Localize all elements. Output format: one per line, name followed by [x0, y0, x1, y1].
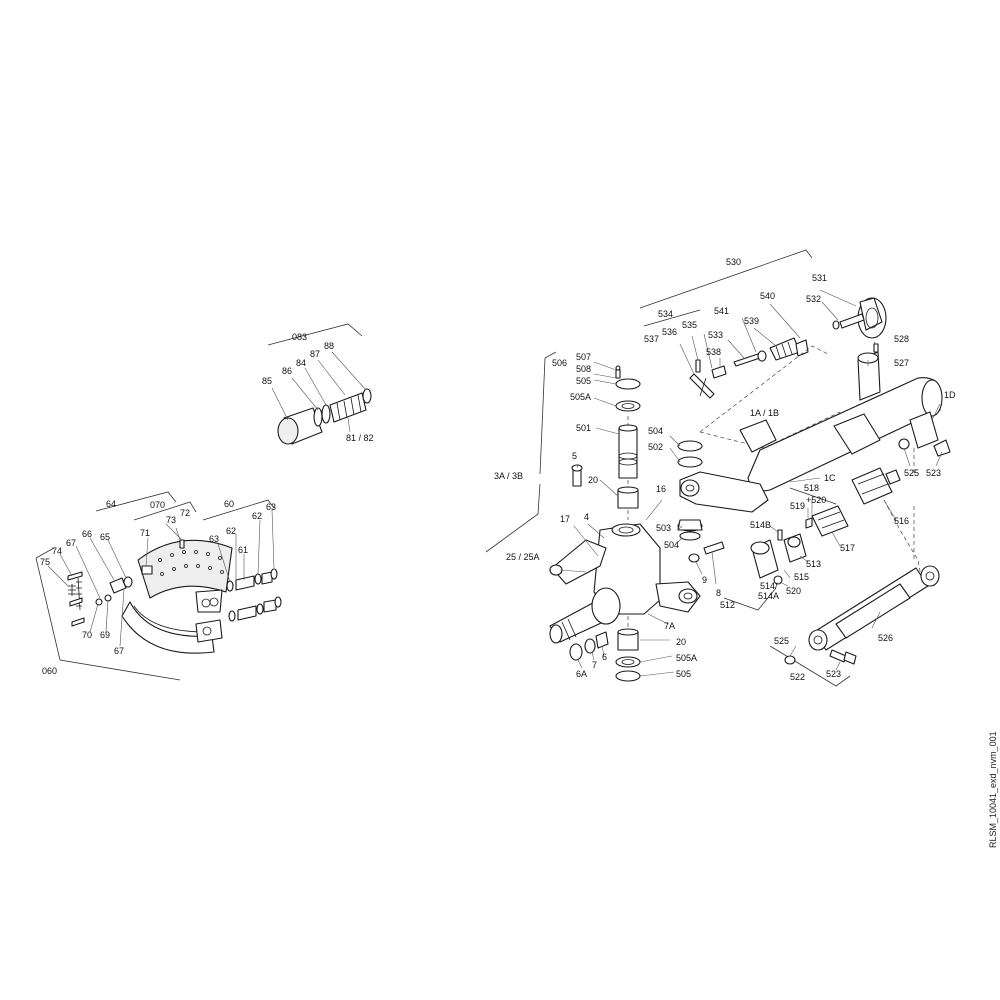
- callout-1D: 1D: [944, 390, 956, 400]
- callout-502: 502: [648, 442, 663, 452]
- callout-537: 537: [644, 334, 659, 344]
- callout-520a: +520: [806, 495, 826, 505]
- callout-72: 72: [180, 508, 190, 518]
- callout-534: 534: [658, 309, 673, 319]
- callout-84: 84: [296, 358, 306, 368]
- callout-525a: 525: [904, 468, 919, 478]
- callout-514: 514/: [760, 581, 778, 591]
- callout-7: 7: [592, 660, 597, 670]
- callout-labels: 083 88 87 84 86 85 81 / 82 64 070 60 63 …: [40, 257, 956, 682]
- callout-501: 501: [576, 423, 591, 433]
- callout-4: 4: [584, 512, 589, 522]
- callout-7A: 7A: [664, 621, 675, 631]
- callout-512: 512: [720, 600, 735, 610]
- callout-507: 507: [576, 352, 591, 362]
- callout-533: 533: [708, 330, 723, 340]
- callout-506: 506: [552, 358, 567, 368]
- callout-538: 538: [706, 347, 721, 357]
- callout-515: 515: [794, 572, 809, 582]
- callout-60: 60: [224, 499, 234, 509]
- callout-530: 530: [726, 257, 741, 267]
- callout-20b: 20: [676, 637, 686, 647]
- callout-63b: 63: [209, 534, 219, 544]
- callout-532: 532: [806, 294, 821, 304]
- callout-73: 73: [166, 515, 176, 525]
- callout-505A-a: 505A: [570, 392, 591, 402]
- callout-61: 61: [238, 545, 248, 555]
- callout-67a: 67: [66, 538, 76, 548]
- callout-519: 519: [790, 501, 805, 511]
- assembly-083: [267, 323, 372, 445]
- callout-69: 69: [100, 630, 110, 640]
- callout-64: 64: [106, 499, 116, 509]
- callout-62b: 62: [252, 511, 262, 521]
- callout-3A-3B: 3A / 3B: [494, 471, 523, 481]
- callout-505a: 505: [576, 376, 591, 386]
- callout-531: 531: [812, 273, 827, 283]
- drawing-reference-code: RLSM_10041_exd_nvm_001: [988, 731, 998, 848]
- callout-504a: 504: [648, 426, 663, 436]
- callout-525b: 525: [774, 636, 789, 646]
- callout-62a: 62: [226, 526, 236, 536]
- callout-71: 71: [140, 528, 150, 538]
- callout-1C: 1C: [824, 473, 836, 483]
- callout-86: 86: [282, 366, 292, 376]
- callout-508: 508: [576, 364, 591, 374]
- callout-523b: 523: [826, 669, 841, 679]
- callout-6A: 6A: [576, 669, 587, 679]
- callout-541: 541: [714, 306, 729, 316]
- callout-514B: 514B: [750, 520, 771, 530]
- callout-1A-1B: 1A / 1B: [750, 408, 779, 418]
- callout-527: 527: [894, 358, 909, 368]
- callout-518: 518: [804, 483, 819, 493]
- callout-6: 6: [602, 652, 607, 662]
- callout-528: 528: [894, 334, 909, 344]
- callout-87: 87: [310, 349, 320, 359]
- callout-070: 070: [150, 500, 165, 510]
- callout-25-25A: 25 / 25A: [506, 552, 540, 562]
- callout-522: 522: [790, 672, 805, 682]
- callout-17: 17: [560, 514, 570, 524]
- callout-505b: 505: [676, 669, 691, 679]
- callout-526: 526: [878, 633, 893, 643]
- callout-67b: 67: [114, 646, 124, 656]
- callout-505A-b: 505A: [676, 653, 697, 663]
- assembly-axle-beam: [639, 249, 951, 513]
- assembly-tie-rod-ends: [723, 448, 923, 611]
- callout-75: 75: [40, 557, 50, 567]
- callout-65: 65: [100, 532, 110, 542]
- callout-535: 535: [682, 320, 697, 330]
- callout-66: 66: [82, 529, 92, 539]
- callout-74: 74: [52, 546, 62, 556]
- callout-88: 88: [324, 341, 334, 351]
- callout-523a: 523: [926, 468, 941, 478]
- lining-rivets: [158, 550, 224, 576]
- assembly-brake-shoes: [35, 491, 282, 681]
- callout-9: 9: [702, 575, 707, 585]
- callout-16: 16: [656, 484, 666, 494]
- callout-060: 060: [42, 666, 57, 676]
- callout-503: 503: [656, 523, 671, 533]
- callout-63a: 63: [266, 502, 276, 512]
- callout-536: 536: [662, 327, 677, 337]
- callout-85: 85: [262, 376, 272, 386]
- callout-540: 540: [760, 291, 775, 301]
- callout-539: 539: [744, 316, 759, 326]
- callout-520b: 520: [786, 586, 801, 596]
- callout-8: 8: [716, 588, 721, 598]
- callout-514A: 514A: [758, 591, 779, 601]
- callout-81-82: 81 / 82: [346, 433, 374, 443]
- assembly-steering-knuckle: [485, 351, 725, 682]
- assembly-shock-absorber: [769, 565, 940, 687]
- callout-517: 517: [840, 543, 855, 553]
- callout-20a: 20: [588, 475, 598, 485]
- callout-083: 083: [292, 332, 307, 342]
- callout-504b: 504: [664, 540, 679, 550]
- callout-513: 513: [806, 559, 821, 569]
- callout-5: 5: [572, 451, 577, 461]
- callout-70: 70: [82, 630, 92, 640]
- callout-516: 516: [894, 516, 909, 526]
